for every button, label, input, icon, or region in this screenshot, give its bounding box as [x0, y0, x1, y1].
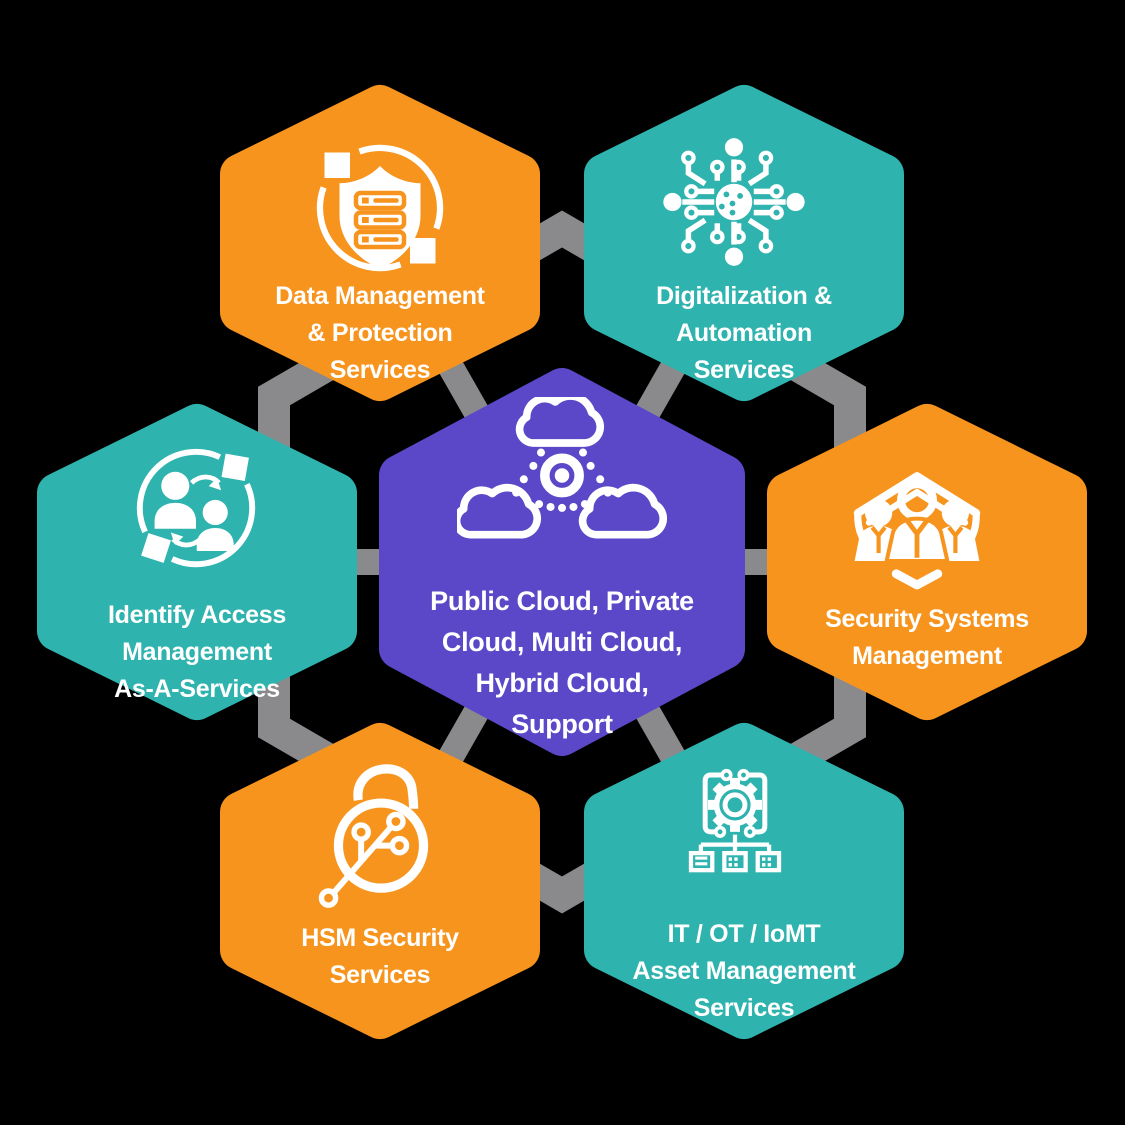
hexagon-shape: [584, 85, 904, 401]
cloud-network-icon: [457, 397, 667, 539]
hexagon-label: Security Systems Management: [825, 605, 1029, 670]
hexagon-shape: [379, 368, 745, 756]
hexagon-asset-management: IT / OT / IoMT Asset Management Services: [584, 722, 904, 1040]
hexagon-shape: [220, 723, 540, 1039]
asset-gear-network-icon: [688, 768, 782, 873]
hexagon-shape: [379, 368, 745, 756]
connector-ring: [258, 210, 866, 914]
hexagon-center-cloud: Public Cloud, Private Cloud, Multi Cloud…: [379, 367, 745, 757]
hexagon-label: Digitalization & Automation Services: [656, 282, 832, 384]
hexagon-shape: [584, 85, 904, 401]
hexagon-shape: [220, 723, 540, 1039]
digitalization-network-icon: [663, 138, 805, 266]
hexagon-label: Data Management & Protection Services: [275, 282, 485, 384]
hexagon-security-systems-management: Security Systems Management: [767, 403, 1087, 721]
hexagon-hsm-security: HSM Security Services: [220, 722, 540, 1040]
hexagon-digitalization-automation: Digitalization & Automation Services: [584, 84, 904, 402]
data-protection-shield-icon: [316, 144, 444, 272]
hexagon-shape: [584, 723, 904, 1039]
identity-sync-icon: [136, 448, 256, 568]
hexagon-label: Public Cloud, Private Cloud, Multi Cloud…: [430, 586, 694, 739]
hexagon-data-management-protection: Data Management & Protection Services: [220, 84, 540, 402]
hexagon-shape: [584, 723, 904, 1039]
hexagon-label: IT / OT / IoMT Asset Management Services: [632, 920, 856, 1022]
hexagon-label: HSM Security Services: [301, 924, 459, 989]
hsm-lock-circuit-icon: [318, 764, 429, 908]
hexagon-label: Identify Access Management As-A-Services: [108, 601, 286, 703]
security-team-shield-icon: [853, 472, 981, 590]
hexagon-identify-access-management: Identify Access Management As-A-Services: [37, 403, 357, 721]
